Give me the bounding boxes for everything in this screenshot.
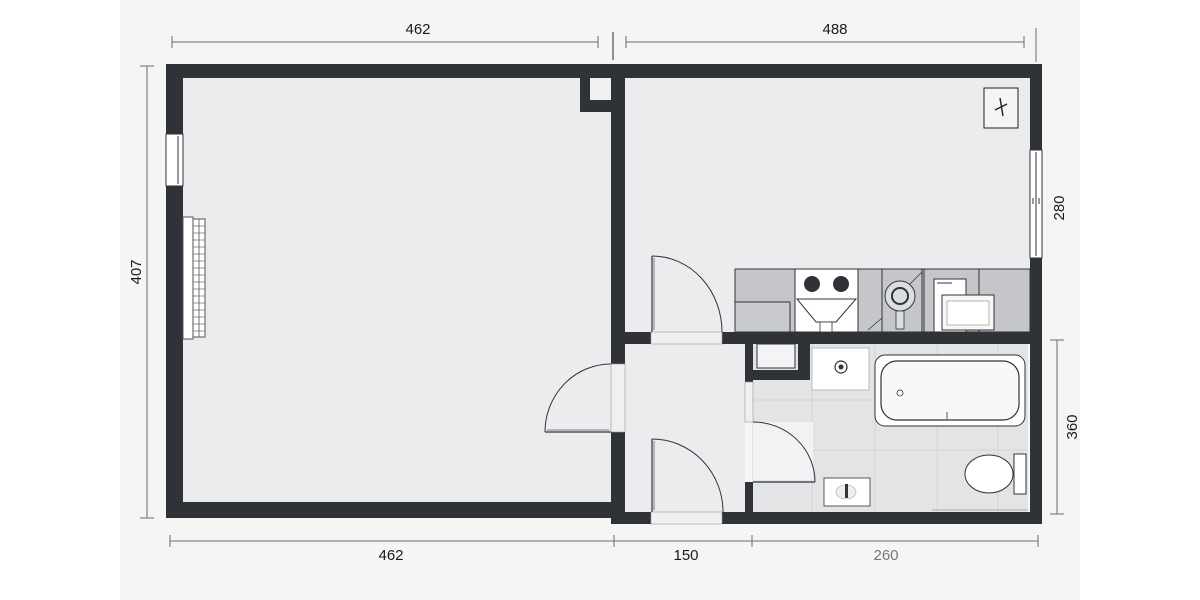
dimension-lines [140,28,1064,547]
stove-icon [794,268,859,333]
door-bathroom[interactable] [744,381,816,483]
dim-right-upper: 280 [1051,195,1068,220]
door-kitchen[interactable] [650,255,723,345]
toilet-icon [964,453,1027,495]
electrical-panel-icon [983,87,1019,129]
washbasin-icon [811,347,870,391]
small-sink-icon [823,477,871,507]
dim-left-height: 407 [128,259,145,284]
main-room-floor [183,78,611,502]
dim-top-right: 488 [822,21,847,38]
floor-plan-canvas: 462 488 407 280 360 462 150 260 [120,0,1080,600]
floor-plan-drawing: 462 488 407 280 360 462 150 260 [128,21,1080,564]
hallway-floor [625,344,745,512]
bathtub-icon [874,354,1026,427]
dim-bottom-right: 260 [873,547,898,564]
radiator-icon [182,216,206,340]
door-main-room[interactable] [544,363,626,433]
dim-bottom-middle: 150 [673,547,698,564]
dim-top-left: 462 [405,21,430,38]
kitchen-sink-icon [857,268,925,333]
walls [166,64,1042,524]
cabinet-icon [734,268,796,333]
dim-bottom-left: 462 [378,547,403,564]
shaft-void [590,78,611,100]
storage-niche [756,343,796,369]
window-right[interactable] [1029,149,1043,259]
door-entrance[interactable] [650,438,724,525]
window-left[interactable] [165,133,184,187]
appliance-icon [923,268,995,333]
kitchen-counter [734,268,1031,333]
dim-right-lower: 360 [1064,414,1080,439]
